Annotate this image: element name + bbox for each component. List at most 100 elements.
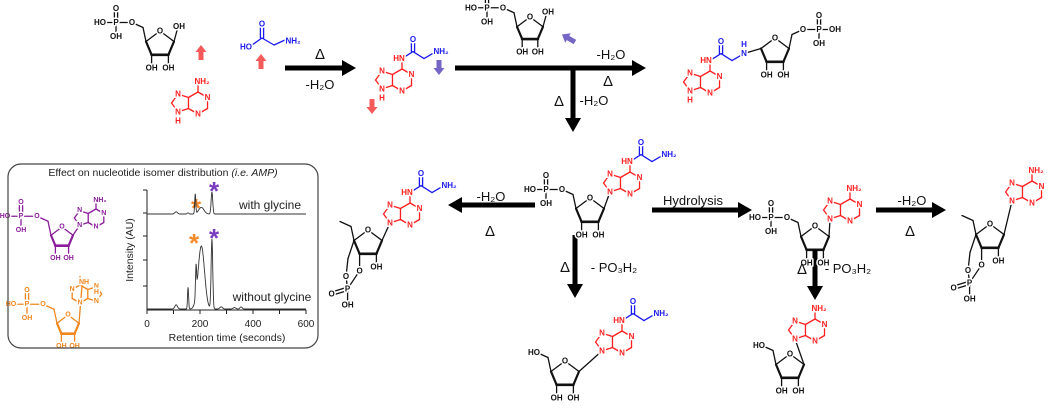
purple-asterisk: * [209, 223, 220, 253]
atom-label: N [822, 320, 828, 329]
atom-label: HN [393, 54, 405, 63]
bond [849, 214, 861, 222]
bond [170, 102, 179, 113]
bond [774, 363, 783, 379]
atom-label: N [77, 222, 82, 229]
atom-label: OH [342, 300, 354, 309]
bond [374, 79, 383, 90]
atom-label: O [157, 27, 163, 36]
water-loss-label: -H₂O [477, 189, 506, 204]
bond [602, 173, 611, 184]
bond [409, 218, 421, 226]
atom-label: N [619, 349, 625, 358]
bond [73, 210, 81, 219]
arrow-head [342, 60, 356, 76]
atom-label: OH [776, 386, 788, 395]
bond [502, 7, 515, 14]
atom-label: O [816, 11, 822, 20]
atom-label: O [638, 138, 644, 147]
atom-label: N [77, 207, 82, 214]
bond [601, 346, 614, 352]
atom-label: N [379, 67, 385, 76]
bond [273, 39, 286, 46]
bond [401, 50, 414, 60]
bond [78, 284, 83, 324]
atom-label: N [792, 334, 798, 343]
bond [789, 353, 805, 366]
bond [572, 370, 581, 386]
bond [423, 50, 437, 60]
dephosphorylation-label: - PO₃H₂ [825, 261, 871, 276]
orange-asterisk: * [189, 228, 200, 258]
bond [170, 93, 179, 104]
bond [375, 239, 384, 255]
bond [619, 171, 631, 179]
bond [72, 224, 81, 236]
bond [1021, 180, 1033, 188]
bond [1003, 200, 1013, 236]
bond [420, 184, 433, 194]
atom-label: O [24, 287, 30, 294]
bond [829, 214, 842, 220]
bond [632, 312, 645, 322]
atom-label: OH [50, 255, 61, 262]
atom-label: HO [528, 348, 540, 357]
bond [975, 223, 991, 236]
atom-label: OH [551, 393, 563, 402]
atom-label: O [630, 297, 636, 306]
atom-label: OH [542, 7, 554, 16]
atom-label: OH [813, 39, 825, 48]
atom-label: N [1009, 196, 1015, 205]
atom-label: N [195, 110, 201, 119]
bond [381, 84, 394, 90]
bond [804, 318, 816, 326]
bond [643, 312, 657, 322]
arrow-head [567, 284, 583, 298]
atom-label: N [741, 49, 747, 58]
bond [53, 308, 58, 324]
atom-label: N [399, 87, 405, 96]
bond [1021, 196, 1033, 204]
bond [131, 21, 144, 29]
arrow-head [738, 202, 752, 218]
bond [391, 84, 403, 92]
bond [629, 187, 641, 195]
bond [389, 204, 402, 210]
bond [760, 37, 776, 50]
bond [87, 208, 97, 215]
bond [814, 334, 826, 342]
atom-label: NH₂ [194, 77, 210, 86]
bond [47, 220, 52, 236]
x-tick-label: 0 [144, 319, 150, 330]
atom-label: O [500, 3, 506, 12]
bond [536, 351, 549, 359]
attack-arrow-icon [195, 45, 207, 60]
atom-label: NH₂ [285, 37, 301, 46]
atom-label: P [967, 278, 973, 287]
bond [839, 198, 851, 206]
atom-label: O [40, 301, 46, 308]
bond [969, 233, 977, 254]
atom-label: N [857, 200, 863, 209]
bond [399, 202, 411, 210]
bond [611, 346, 623, 354]
atom-label: O [718, 37, 724, 46]
bond [431, 184, 445, 194]
trace-without-glycine [147, 238, 306, 310]
atom-label: N [717, 72, 723, 81]
bond [56, 314, 69, 324]
bond [78, 221, 89, 226]
bond [261, 37, 275, 46]
atom-label: HO [240, 43, 252, 52]
bond [611, 330, 623, 338]
atom-label: O [418, 169, 424, 178]
arrow-head [565, 118, 581, 132]
heat-label: Δ [485, 223, 495, 240]
atom-label: HO [6, 301, 17, 308]
atom-label: H [175, 116, 181, 125]
bond [689, 72, 702, 78]
bond [49, 234, 57, 247]
atom-label: NH₂ [93, 197, 106, 204]
bond [173, 29, 178, 43]
bond [87, 286, 98, 291]
